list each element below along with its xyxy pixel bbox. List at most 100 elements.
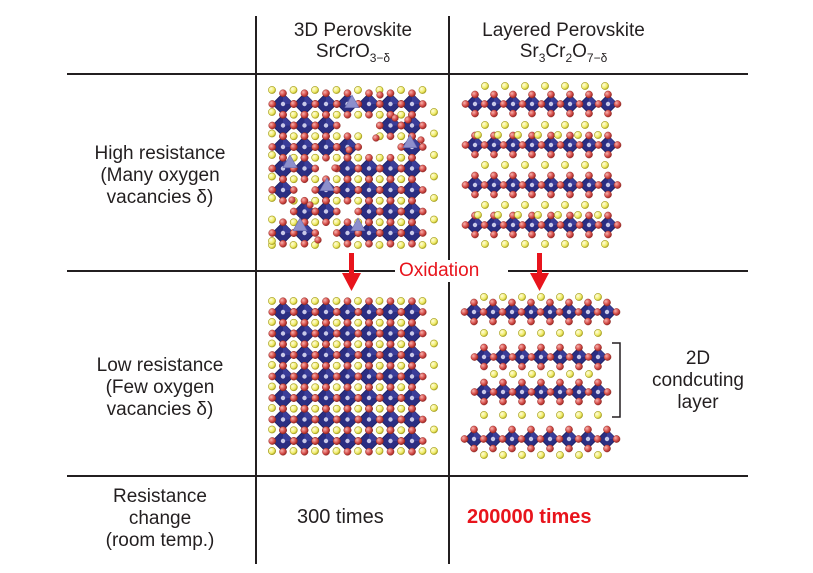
strontium-atom [418,297,427,305]
oxygen-atom [332,229,341,237]
strontium-atom [494,131,502,139]
oxygen-atom [470,317,478,326]
chromium-atom [366,352,372,358]
octahedron-facet [283,136,294,147]
octahedron-facet [304,408,316,420]
oxygen-atom [585,171,593,180]
strontium-atom [601,161,609,169]
strontium-atom [268,447,276,455]
strontium-atom [354,297,362,305]
oxygen-atom [565,353,574,361]
strontium-atom [332,340,341,349]
oxygen-atom [584,317,592,326]
strontium-atom [397,175,406,184]
oxygen-atom [300,383,309,392]
octahedron-facet [412,322,423,334]
oxygen-atom [279,426,287,435]
strontium-atom [375,361,384,370]
strontium-atom [481,201,489,209]
oxygen-atom [461,100,470,108]
strontium-atom [481,240,489,248]
strontium-atom [554,211,562,219]
chromium-atom [595,354,601,360]
oxygen-atom [268,372,277,381]
strontium-atom [397,361,406,370]
chromium-atom [366,438,372,444]
strontium-atom [332,196,341,205]
oxygen-atom [375,308,384,316]
strontium-atom [601,82,609,90]
oxygen-atom [408,361,416,370]
oxygen-atom [499,362,507,371]
oxygen-atom [354,372,363,381]
oxygen-atom [603,444,611,453]
chromium-atom [510,101,516,107]
octahedron-facet [347,322,359,334]
strontium-atom [575,451,583,459]
chromium-atom [605,222,611,228]
oxygen-atom [575,343,583,352]
oxygen-atom [509,109,517,118]
oxygen-atom [397,229,406,237]
header-layered-formula: Sr3Cr2O7−δ [519,41,608,65]
strontium-atom [601,121,609,129]
oxygen-atom [306,201,314,209]
oxygen-atom [566,150,574,159]
oxygen-atom [499,221,508,229]
oxygen-atom [300,239,309,248]
oxygen-atom [470,388,479,396]
oxygen-atom [556,181,565,189]
octahedron-facet [283,430,294,441]
strontium-atom [561,82,569,90]
chromium-atom [366,374,372,379]
strontium-atom [556,411,564,419]
oxygen-atom [372,134,380,142]
chromium-atom [280,123,286,128]
oxygen-atom [527,353,536,361]
strontium-atom [332,218,341,227]
oxygen-atom [279,318,287,327]
octahedron-facet [347,365,359,377]
chromium-atom [280,374,286,379]
oxygen-atom [594,343,602,352]
strontium-atom [289,447,298,455]
oxygen-atom [537,362,545,371]
chromium-atom [388,123,393,128]
oxygen-atom [300,426,309,435]
oxygen-atom [556,343,564,352]
chromium-atom [567,101,573,107]
chromium-atom [472,182,478,188]
oxygen-atom [418,121,427,130]
strontium-atom [375,175,384,184]
oxygen-atom [593,308,602,316]
oxygen-atom [268,164,277,173]
oxygen-atom [397,308,406,316]
oxygen-atom [289,207,298,216]
octahedron-facet [304,344,316,355]
strontium-atom [481,82,489,90]
strontium-atom [332,426,341,435]
oxygen-atom [322,447,330,456]
strontium-atom [354,318,363,327]
strontium-atom [354,196,363,205]
strontium-atom [474,131,482,139]
oxygen-atom [574,308,583,316]
strontium-atom [514,211,522,219]
oxygen-atom [300,89,309,98]
oxygen-atom [404,116,412,124]
oxygen-atom [300,447,309,456]
oxygen-atom [365,447,373,456]
oxygen-atom [585,90,593,99]
chromium-atom [366,101,372,107]
oxygen-atom [391,114,399,122]
oxygen-atom [408,175,416,184]
oxygen-atom [343,404,352,413]
strontium-atom [430,382,438,391]
oxygen-atom [375,394,384,402]
oxygen-atom [289,372,298,381]
oxygen-atom [332,121,341,130]
octahedron-facet [390,322,402,334]
oxygen-atom [268,308,277,316]
oxygen-atom [566,190,574,199]
